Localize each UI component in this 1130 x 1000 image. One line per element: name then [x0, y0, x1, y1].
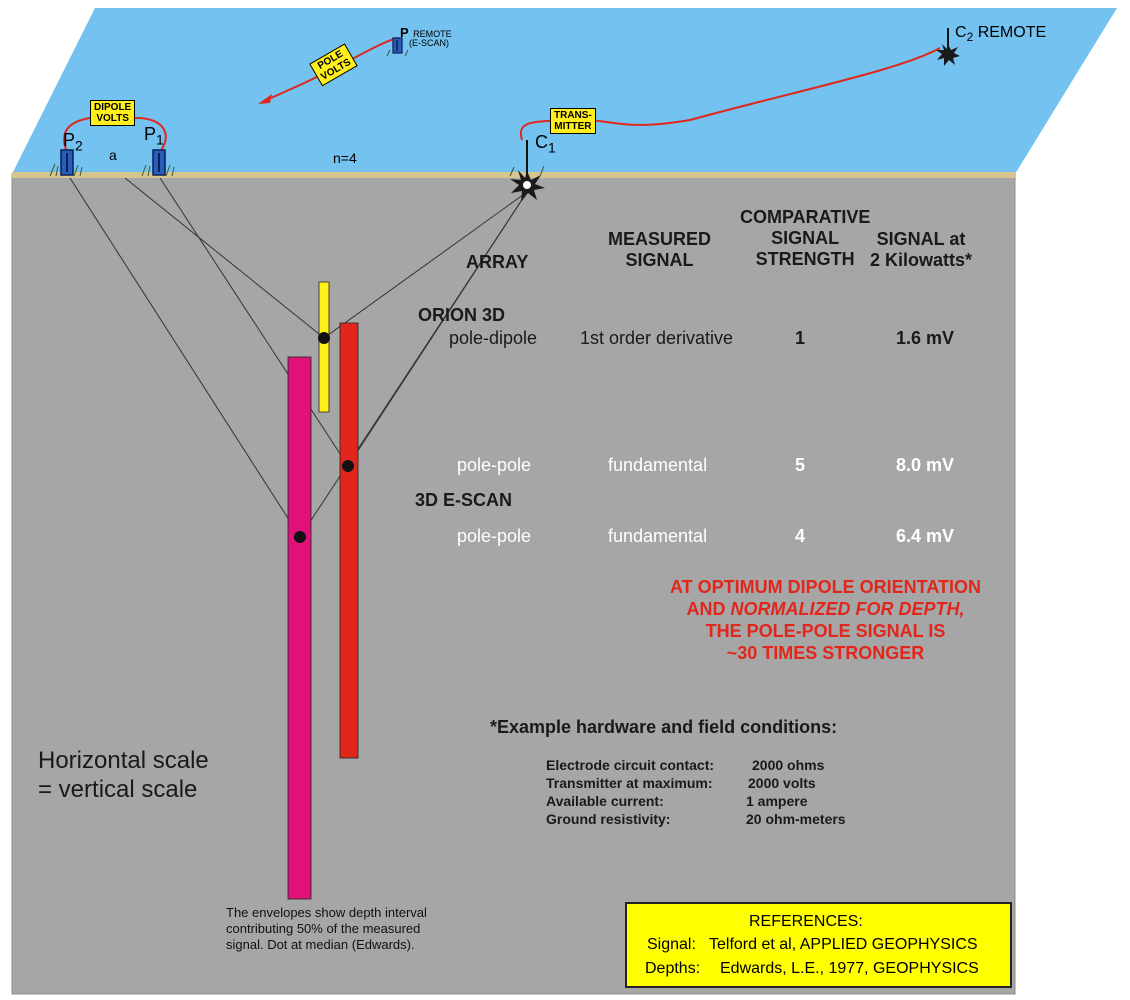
- warning-line2: AND NORMALIZED FOR DEPTH,: [648, 598, 1003, 620]
- hardware-value-4: 20 ohm-meters: [746, 811, 846, 827]
- transmitter-line2: MITTER: [554, 121, 592, 132]
- median-dot-pole-pole: [342, 460, 354, 472]
- header-measured-signal: MEASURED SIGNAL: [608, 229, 711, 271]
- hardware-value-3: 1 ampere: [746, 793, 808, 809]
- header-measured-line2: SIGNAL: [625, 250, 694, 270]
- p-remote-label: P REMOTE: [400, 24, 452, 42]
- row1-strength: 1: [795, 328, 806, 348]
- row3-strength: 4: [795, 526, 806, 546]
- references-box: REFERENCES: Signal: Telford et al, APPLI…: [625, 902, 1012, 988]
- p1-label: P1: [144, 124, 164, 148]
- scale-note-line2: = vertical scale: [38, 776, 198, 803]
- c1-star-icon: [510, 170, 545, 202]
- sky-surface: [12, 8, 1117, 174]
- envelope-note-line2: contributing 50% of the measured: [226, 921, 421, 936]
- hardware-title: *Example hardware and field conditions:: [490, 717, 838, 737]
- envelope-pole-dipole: [318, 281, 330, 413]
- ground-section: [11, 173, 1016, 995]
- row3-signal: fundamental: [608, 526, 708, 546]
- dipole-volts-line1: DIPOLE: [94, 102, 132, 113]
- header-comparative-line3: STRENGTH: [755, 249, 855, 269]
- warning-line2b: NORMALIZED FOR DEPTH,: [730, 599, 965, 619]
- row2-signal: fundamental: [608, 455, 708, 475]
- transmitter-label: TRANS- MITTER: [550, 108, 596, 134]
- p-remote-p: P: [400, 25, 409, 40]
- warning-line1: AT OPTIMUM DIPOLE ORIENTATION: [670, 577, 981, 597]
- row1-value: 1.6 mV: [896, 328, 955, 348]
- electrode-p1-icon: [152, 149, 166, 176]
- row3-array: pole-pole: [457, 526, 532, 546]
- hardware-label-4: Ground resistivity:: [546, 811, 671, 827]
- scale-note-line1: Horizontal scale: [38, 747, 209, 774]
- median-dot-pole-dipole: [318, 332, 330, 344]
- references-title: REFERENCES:: [749, 913, 863, 930]
- header-measured-line1: MEASURED: [608, 229, 712, 249]
- e-scan-label: (E-SCAN): [409, 38, 449, 48]
- warning-line2a: AND: [686, 599, 731, 619]
- surface-line: [12, 172, 1015, 178]
- header-comparative: COMPARATIVE SIGNAL STRENGTH: [740, 207, 870, 270]
- p-remote-suffix: REMOTE: [413, 29, 452, 39]
- transmitter-line1: TRANS-: [554, 110, 592, 121]
- header-signal-at-line2: 2 Kilowatts*: [870, 250, 973, 270]
- c2-star-icon: [936, 44, 960, 66]
- group-3d-escan: 3D E-SCAN: [415, 490, 513, 510]
- dipole-volts-label: DIPOLE VOLTS: [90, 100, 136, 126]
- header-comparative-line1: COMPARATIVE: [740, 207, 871, 227]
- electrode-p-remote-icon: [392, 37, 403, 54]
- header-signal-at: SIGNAL at 2 Kilowatts*: [870, 229, 972, 271]
- header-array: ARRAY: [466, 252, 529, 272]
- hardware-label-1: Electrode circuit contact:: [546, 757, 715, 773]
- references-depths-ref: Edwards, L.E., 1977, GEOPHYSICS: [720, 960, 979, 977]
- dipole-volts-line2: VOLTS: [96, 113, 129, 124]
- row2-strength: 5: [795, 455, 806, 475]
- row3-value: 6.4 mV: [896, 526, 955, 546]
- envelope-note: The envelopes show depth interval contri…: [226, 905, 427, 953]
- hardware-value-1: 2000 ohms: [752, 757, 825, 773]
- grass-tufts: [49, 49, 545, 177]
- transmitter-wire: [519, 47, 941, 141]
- row2-array: pole-pole: [457, 455, 532, 475]
- header-signal-at-line1: SIGNAL at: [876, 229, 966, 249]
- scale-note: Horizontal scale = vertical scale: [38, 746, 209, 804]
- envelope-note-line3: signal. Dot at median (Edwards).: [226, 937, 415, 952]
- median-dot-escan: [294, 531, 306, 543]
- envelope-pole-pole-escan: [287, 356, 312, 900]
- references-depths-label: Depths:: [645, 960, 701, 977]
- pole-volts-arrow: [258, 94, 272, 104]
- electrode-p2-icon: [60, 149, 74, 176]
- hardware-label-2: Transmitter at maximum:: [546, 775, 713, 791]
- c1-label: C1: [535, 132, 556, 156]
- n-spacing-label: n=4: [333, 150, 357, 166]
- row2-value: 8.0 mV: [896, 455, 955, 475]
- group-orion-3d: ORION 3D: [418, 305, 506, 325]
- warning-line3: THE POLE-POLE SIGNAL IS: [705, 621, 946, 641]
- references-signal-label: Signal:: [647, 936, 696, 953]
- spacing-a-label: a: [109, 147, 117, 163]
- warning-line4: ~30 TIMES STRONGER: [726, 643, 925, 663]
- warning-text: AT OPTIMUM DIPOLE ORIENTATION AND NORMAL…: [648, 576, 1003, 664]
- p2-label: P2: [63, 130, 83, 154]
- hardware-label-3: Available current:: [546, 793, 664, 809]
- row1-array: pole-dipole: [449, 328, 538, 348]
- ray-lines: [69, 177, 528, 538]
- row1-signal: 1st order derivative: [580, 328, 734, 348]
- hardware-value-2: 2000 volts: [748, 775, 816, 791]
- c2-remote-label: C2 REMOTE: [955, 24, 1047, 45]
- references-signal-ref: Telford et al, APPLIED GEOPHYSICS: [709, 936, 978, 953]
- envelope-pole-pole: [339, 322, 359, 759]
- envelope-note-line1: The envelopes show depth interval: [226, 905, 427, 920]
- pole-volts-wire: [261, 37, 399, 103]
- header-comparative-line2: SIGNAL: [771, 228, 840, 248]
